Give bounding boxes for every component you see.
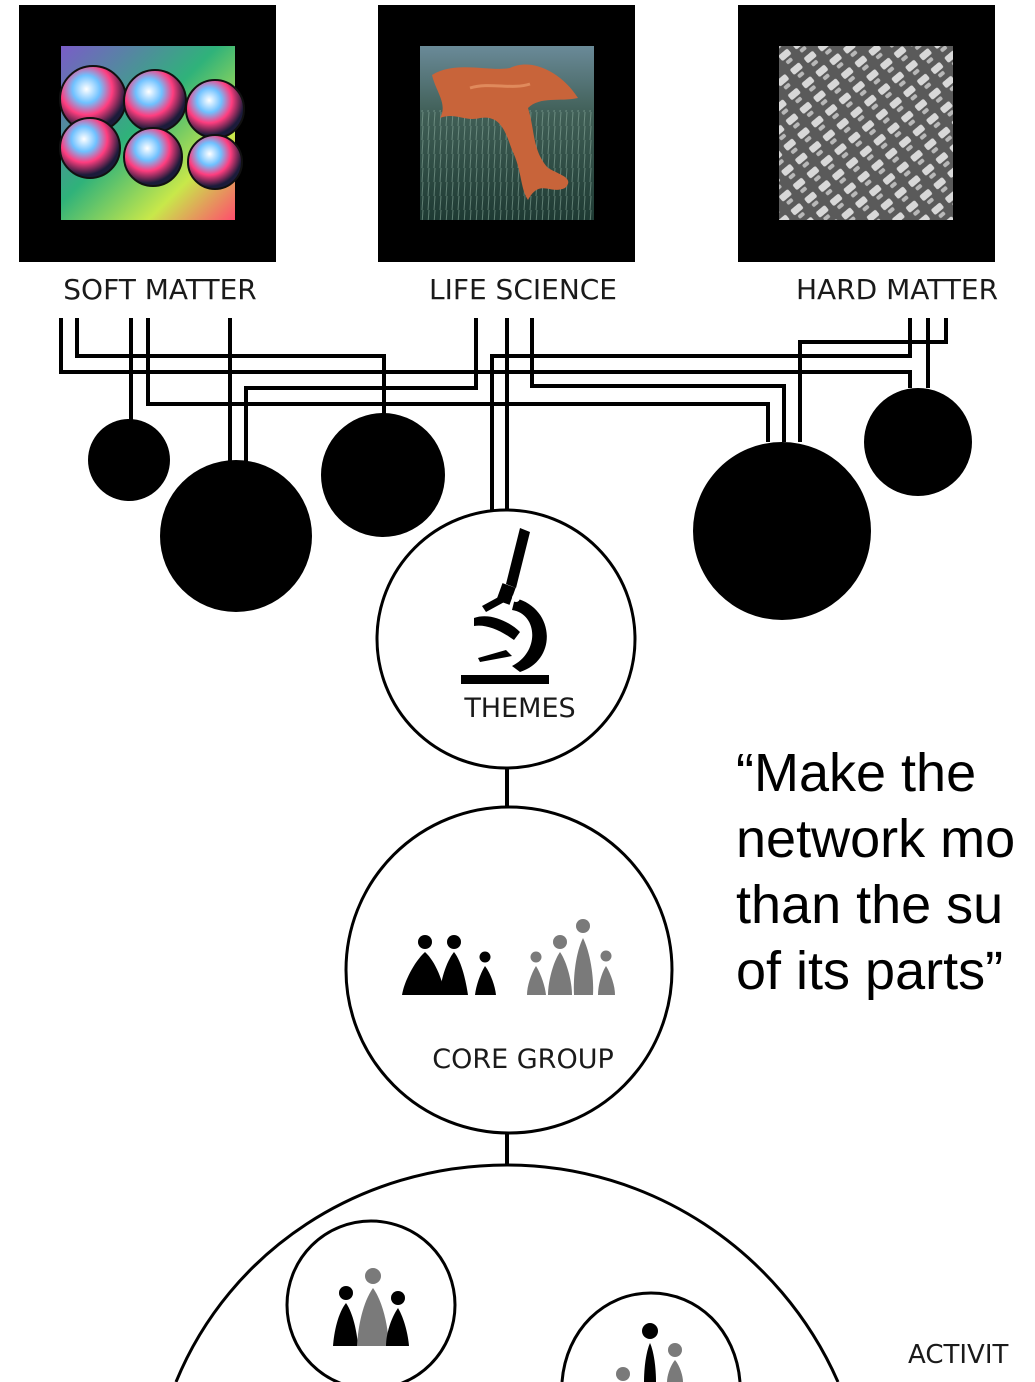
member-circle-medium-left [321, 413, 445, 537]
themes-node: THEMES [375, 508, 637, 770]
activity-people-icon-2 [616, 1323, 683, 1382]
microscope-icon [461, 528, 549, 684]
member-circle-medium-right [864, 388, 972, 496]
soft-matter-label: SOFT MATTER [63, 273, 256, 306]
core-group-node: CORE GROUP [344, 805, 674, 1135]
activities-label: ACTIVIT [908, 1340, 1008, 1370]
member-circle-large-right [693, 442, 871, 620]
member-circles [88, 388, 972, 620]
theme-life-science [378, 5, 635, 262]
life-science-image [420, 46, 594, 220]
core-group-label: CORE GROUP [432, 1044, 614, 1075]
member-circle-small-left [88, 419, 170, 501]
people-dark-icon [402, 935, 496, 995]
theme-hard-matter [738, 5, 995, 262]
soft-matter-image [59, 46, 245, 220]
people-group-icon [402, 919, 615, 995]
connector-lines [59, 318, 948, 1165]
activity-circle-1 [285, 1219, 457, 1382]
themes-label: THEMES [463, 693, 575, 724]
network-quote: “Make the network mo than the su of its … [736, 740, 1035, 1004]
people-gray-icon [527, 919, 615, 995]
hard-matter-image [779, 46, 953, 220]
activity-circle-2 [560, 1291, 742, 1382]
quote-line-3: than the su [736, 875, 1004, 935]
hard-matter-label: HARD MATTER [796, 273, 998, 306]
activity-people-icon [333, 1268, 409, 1346]
member-circle-large-left [160, 460, 312, 612]
theme-soft-matter [19, 5, 276, 262]
life-science-label: LIFE SCIENCE [429, 273, 617, 306]
quote-line-1: “Make the [736, 743, 977, 803]
quote-line-4: of its parts” [736, 941, 1004, 1001]
activities-node: ACTIVIT [174, 1163, 1008, 1382]
quote-line-2: network mo [736, 809, 1016, 869]
